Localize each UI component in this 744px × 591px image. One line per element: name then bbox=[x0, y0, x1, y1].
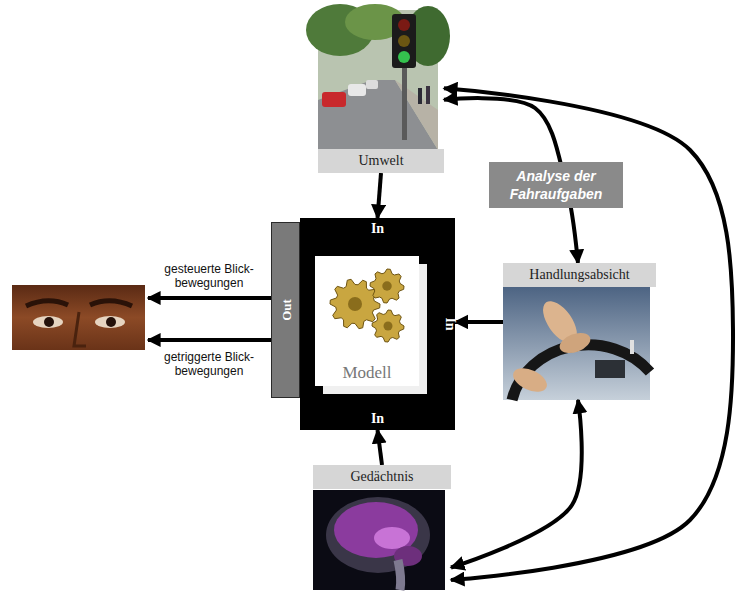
traffic-light bbox=[392, 14, 416, 68]
gaze-arrow bbox=[148, 296, 271, 300]
sidewalk bbox=[395, 80, 438, 150]
yellow-light bbox=[398, 35, 410, 47]
node-text: In bbox=[441, 317, 457, 330]
spine bbox=[398, 560, 401, 590]
skull bbox=[326, 497, 430, 573]
person bbox=[418, 88, 422, 104]
environment-box: Umwelt bbox=[318, 10, 444, 173]
connector-arrow bbox=[444, 88, 733, 580]
gear-hub bbox=[348, 297, 362, 311]
connector-arrow bbox=[455, 320, 503, 324]
car bbox=[366, 80, 378, 89]
eye bbox=[95, 316, 125, 328]
memory-box: Gedächtnis bbox=[313, 465, 451, 590]
brain-scan bbox=[313, 490, 445, 590]
gear-hub bbox=[384, 322, 393, 331]
eyes-photo bbox=[12, 285, 145, 350]
car bbox=[322, 92, 346, 107]
node-text: Umwelt bbox=[318, 149, 444, 173]
brain-core bbox=[374, 527, 410, 549]
photo-ground bbox=[313, 490, 445, 590]
gears-icon bbox=[315, 256, 413, 356]
street-photo bbox=[306, 4, 450, 150]
iris bbox=[44, 317, 54, 327]
steering-photo bbox=[503, 287, 650, 400]
arrow-label: getriggerte Blick- bewegungen bbox=[150, 350, 268, 378]
node-text: In bbox=[371, 411, 384, 427]
photo-ground bbox=[503, 287, 650, 400]
gear bbox=[370, 269, 404, 303]
dashboard bbox=[595, 360, 625, 378]
edge-label: Analyse der Fahraufgaben bbox=[489, 162, 623, 208]
green-light bbox=[398, 51, 410, 63]
eye bbox=[33, 316, 63, 328]
traffic-light-pole bbox=[402, 60, 407, 140]
connector-arrow bbox=[378, 173, 382, 218]
nose bbox=[74, 312, 86, 346]
model-frame: InInInOutModell bbox=[300, 218, 455, 430]
gaze-arrow bbox=[148, 338, 271, 342]
output-bar: Out bbox=[271, 222, 300, 398]
face bbox=[12, 285, 145, 350]
connector-arrow bbox=[378, 430, 383, 465]
node-text: Modell bbox=[315, 363, 419, 386]
gear-hub bbox=[382, 281, 392, 291]
node-text: In bbox=[371, 221, 384, 237]
node-text: Gedächtnis bbox=[313, 465, 451, 489]
arrow-label: gesteuerte Blick- bewegungen bbox=[150, 262, 268, 290]
hand bbox=[557, 329, 593, 357]
gear bbox=[372, 310, 404, 342]
intention-box: Handlungsabsicht bbox=[503, 263, 656, 400]
road bbox=[318, 80, 438, 150]
eyebrow bbox=[90, 301, 132, 306]
key bbox=[630, 340, 634, 354]
person bbox=[426, 86, 430, 104]
iris bbox=[106, 317, 116, 327]
connector-arrow bbox=[451, 400, 582, 568]
node-text: Out bbox=[278, 299, 293, 321]
hand bbox=[509, 363, 550, 396]
car bbox=[348, 84, 366, 96]
node-text: Handlungsabsicht bbox=[503, 263, 656, 287]
red-light bbox=[398, 19, 410, 31]
model-panel: Modell bbox=[315, 256, 419, 386]
eyebrow bbox=[26, 301, 68, 306]
